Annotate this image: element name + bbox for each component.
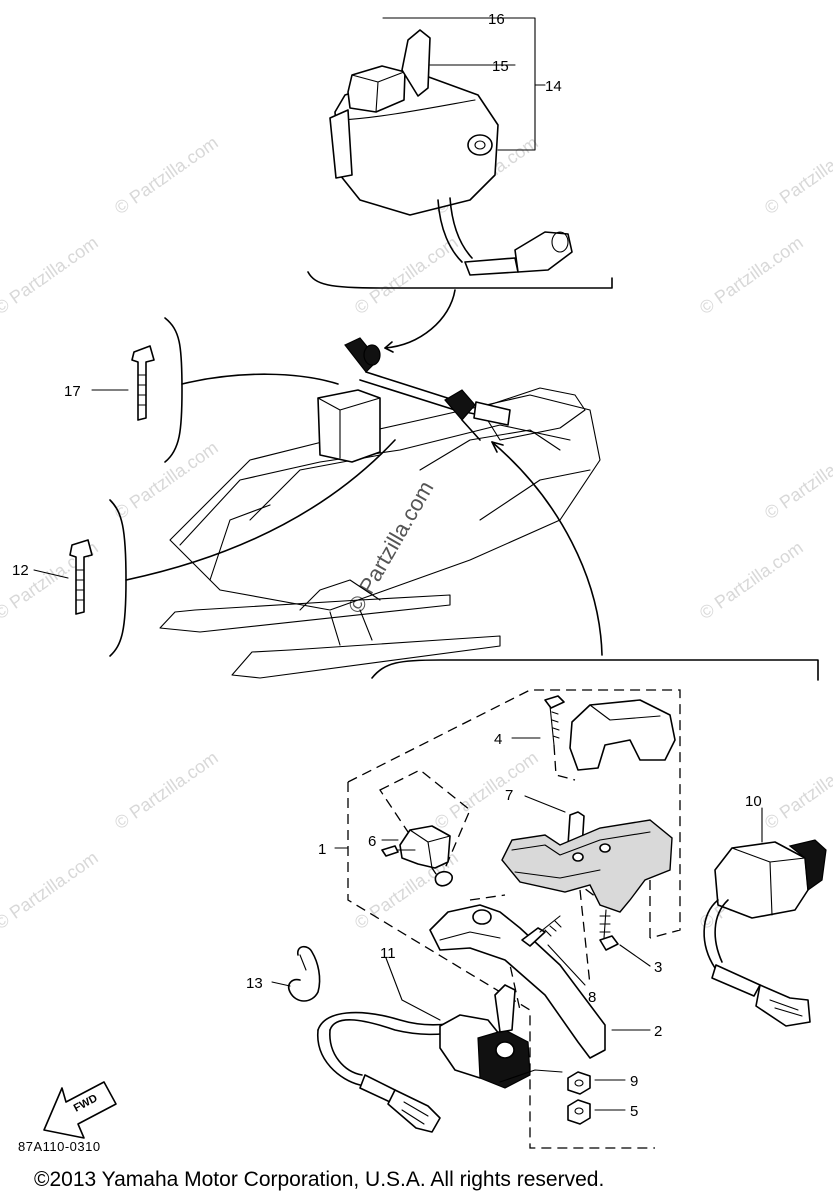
watermark: © Partzilla.com xyxy=(111,132,222,218)
throttle-housing-assembly: 16 15 14 xyxy=(307,11,613,353)
watermark: © Partzilla.com xyxy=(761,747,833,833)
callout-14: 14 xyxy=(545,78,562,95)
callout-4: 4 xyxy=(494,731,502,748)
lever-assembly: 4 7 6 1 2 8 xyxy=(246,659,827,1149)
callout-6: 6 xyxy=(368,833,376,850)
watermark: © Partzilla.com xyxy=(761,132,833,218)
callout-13: 13 xyxy=(246,975,263,992)
callout-9: 9 xyxy=(630,1073,638,1090)
callout-12: 12 xyxy=(12,562,29,579)
copyright-notice: ©2013 Yamaha Motor Corporation, U.S.A. A… xyxy=(34,1168,604,1191)
callout-10: 10 xyxy=(745,793,762,810)
watermark: © Partzilla.com xyxy=(111,437,222,523)
cable-tie-12: 12 xyxy=(12,439,396,657)
watermark: © Partzilla.com xyxy=(696,537,807,623)
callout-3: 3 xyxy=(654,959,662,976)
watermark: © Partzilla.com xyxy=(696,232,807,318)
callout-2: 2 xyxy=(654,1023,662,1040)
watermarks: © Partzilla.com © Partzilla.com © Partzi… xyxy=(0,132,833,933)
callout-17: 17 xyxy=(64,383,81,400)
callout-11: 11 xyxy=(380,945,396,962)
callout-16: 16 xyxy=(488,11,505,28)
cable-tie-17: 17 xyxy=(64,317,339,463)
watermark: © Partzilla.com xyxy=(111,747,222,833)
fwd-arrow: FWD xyxy=(43,1081,117,1139)
callout-5: 5 xyxy=(630,1103,638,1120)
watermark: © Partzilla.com xyxy=(761,437,833,523)
watermark: © Partzilla.com xyxy=(431,747,542,833)
watermark: © Partzilla.com xyxy=(351,232,462,318)
diagram-code: 87A110-0310 xyxy=(18,1139,101,1154)
watermark: © Partzilla.com xyxy=(0,847,102,933)
snowmobile-overview xyxy=(159,337,603,679)
callout-15: 15 xyxy=(492,58,509,75)
watermark: © Partzilla.com xyxy=(0,232,102,318)
callout-8: 8 xyxy=(588,989,596,1006)
callout-7: 7 xyxy=(505,787,513,804)
callout-1: 1 xyxy=(318,841,326,858)
